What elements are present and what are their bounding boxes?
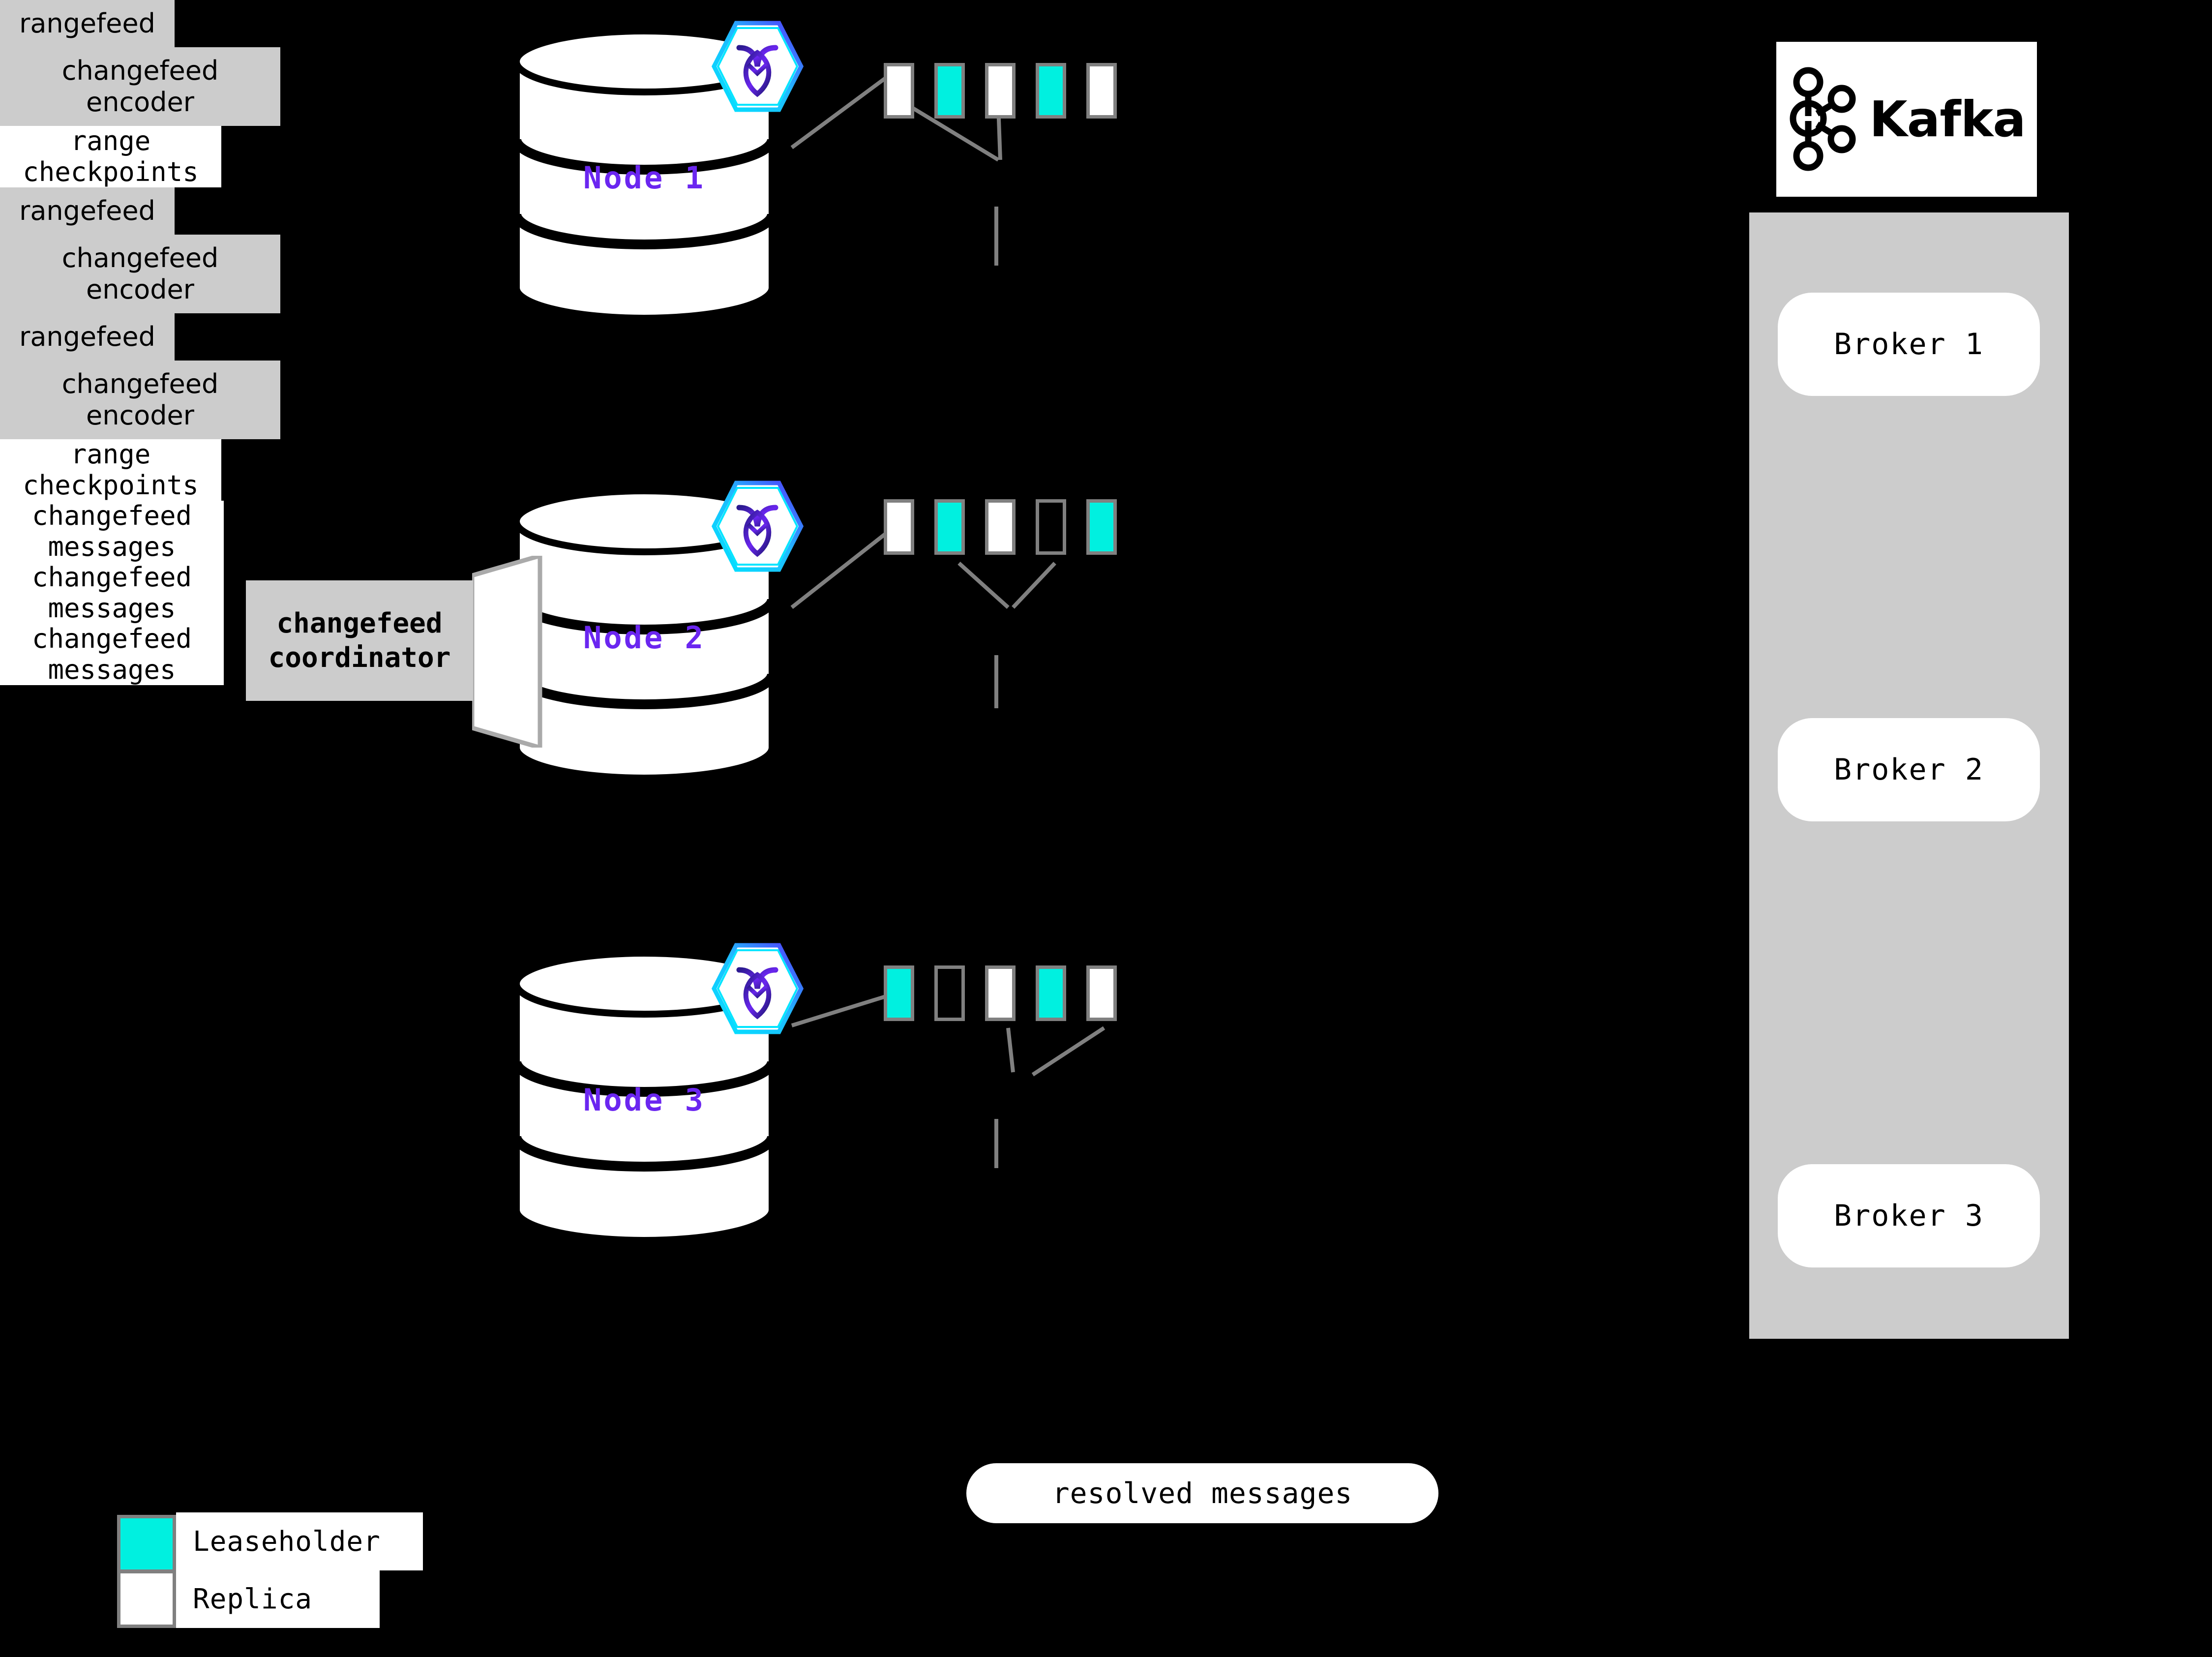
- kafka-logo-box: Kafka: [1776, 42, 2037, 197]
- legend-swatch-leaseholder: [117, 1515, 176, 1573]
- range-box: [1086, 965, 1117, 1021]
- range-box: [934, 499, 965, 555]
- node-cylinder-node3: Node 3: [511, 949, 777, 1244]
- changefeed-messages-label-2: changefeed messages: [0, 562, 224, 624]
- node-label-node1: Node 1: [583, 160, 705, 196]
- node-label-node2: Node 2: [583, 620, 705, 656]
- cockroachdb-hexagon-logo: [710, 939, 806, 1038]
- node-cylinder-node2: Node 2: [511, 487, 777, 782]
- range-box: [1086, 63, 1117, 119]
- broker-pill-1[interactable]: Broker 1: [1778, 293, 2040, 396]
- range-box: [985, 63, 1016, 119]
- cockroachdb-hexagon-logo: [710, 17, 806, 116]
- node-label-node3: Node 3: [583, 1082, 705, 1118]
- changefeed-encoder-box-node2: changefeed encoder: [0, 235, 280, 313]
- range-box: [1036, 63, 1066, 119]
- changefeed-encoder-box-node3: changefeed encoder: [0, 361, 280, 439]
- coordinator-callout-pointer: [470, 553, 546, 751]
- rangefeed-box-node3: rangefeed: [0, 313, 175, 361]
- legend-swatch-replica: [117, 1570, 176, 1628]
- legend-label-leaseholder: Leaseholder: [176, 1512, 423, 1570]
- range-checkpoints-label-node3: range checkpoints: [0, 439, 221, 501]
- changefeed-messages-label-1: changefeed messages: [0, 501, 224, 562]
- range-box: [884, 965, 914, 1021]
- range-box: [985, 499, 1016, 555]
- changefeed-coordinator-box: changefeed coordinator: [246, 580, 473, 701]
- cockroachdb-hexagon-logo: [710, 477, 806, 575]
- broker-pill-2[interactable]: Broker 2: [1778, 718, 2040, 821]
- rangefeed-box-node1: rangefeed: [0, 0, 175, 47]
- broker-pill-3[interactable]: Broker 3: [1778, 1164, 2040, 1267]
- rangefeed-box-node2: rangefeed: [0, 187, 175, 235]
- resolved-messages-pill: resolved messages: [966, 1463, 1438, 1523]
- range-checkpoints-label-node1: range checkpoints: [0, 126, 221, 187]
- range-box: [1086, 499, 1117, 555]
- range-box: [985, 965, 1016, 1021]
- kafka-wordmark: Kafka: [1869, 90, 2026, 148]
- range-box: [934, 965, 965, 1021]
- range-box: [884, 499, 914, 555]
- range-box: [1036, 499, 1066, 555]
- changefeed-encoder-box-node1: changefeed encoder: [0, 47, 280, 126]
- range-box: [1036, 965, 1066, 1021]
- range-box: [934, 63, 965, 119]
- range-box: [884, 63, 914, 119]
- node-cylinder-node1: Node 1: [511, 27, 777, 322]
- legend-label-replica: Replica: [176, 1570, 380, 1628]
- kafka-node-graph-logo: [1788, 64, 1856, 175]
- changefeed-messages-label-3: changefeed messages: [0, 624, 224, 685]
